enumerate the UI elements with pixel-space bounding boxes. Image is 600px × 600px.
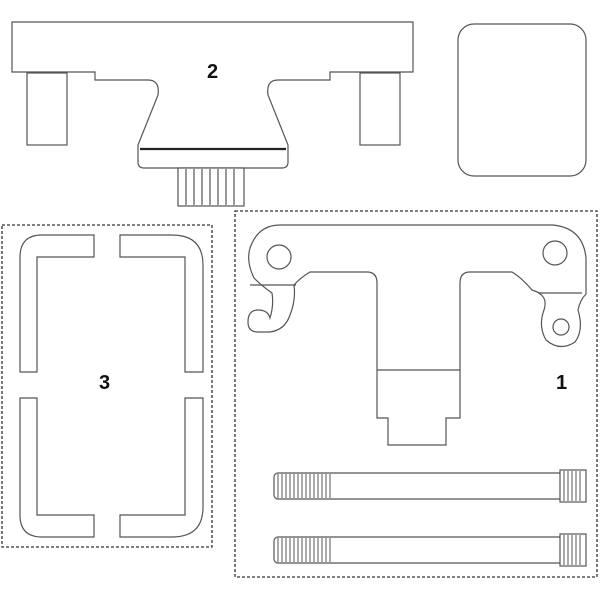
screw-shaft <box>273 472 585 500</box>
screw-shaft <box>273 536 585 564</box>
part-1-tool <box>247 224 587 567</box>
part-1-dashed-frame <box>234 210 598 578</box>
part-1-plate <box>247 224 587 446</box>
callout-part-2: 2 <box>207 61 219 83</box>
part-3-brackets <box>19 234 204 538</box>
part-2-fixture <box>11 21 414 207</box>
part-2-connector <box>177 167 245 207</box>
part-2-left-leg <box>26 72 68 146</box>
part-2-body <box>11 21 414 169</box>
part-1-screw-top <box>273 469 587 503</box>
part-1-screw-bottom <box>273 533 587 567</box>
part-3-bracket-bottom-right <box>119 397 204 538</box>
part-3-bracket-top-left <box>19 234 95 373</box>
part-1-hole-left <box>266 244 292 270</box>
part-1-hole-lower-right <box>552 318 570 336</box>
rubber-pad <box>457 23 587 177</box>
part-2-right-leg <box>359 72 401 146</box>
callout-part-3: 3 <box>99 372 111 394</box>
screw-thread <box>277 474 331 498</box>
callout-part-1: 1 <box>556 372 568 394</box>
part-3-bracket-bottom-left <box>19 397 95 538</box>
part-3-dashed-frame <box>1 224 213 548</box>
screw-knurl <box>563 471 581 501</box>
part-1-hole-right <box>542 240 568 266</box>
screw-thread <box>277 538 331 562</box>
part-2-connector-ribs <box>185 169 235 205</box>
part-3-bracket-top-right <box>119 234 204 373</box>
screw-knurl <box>563 535 581 565</box>
